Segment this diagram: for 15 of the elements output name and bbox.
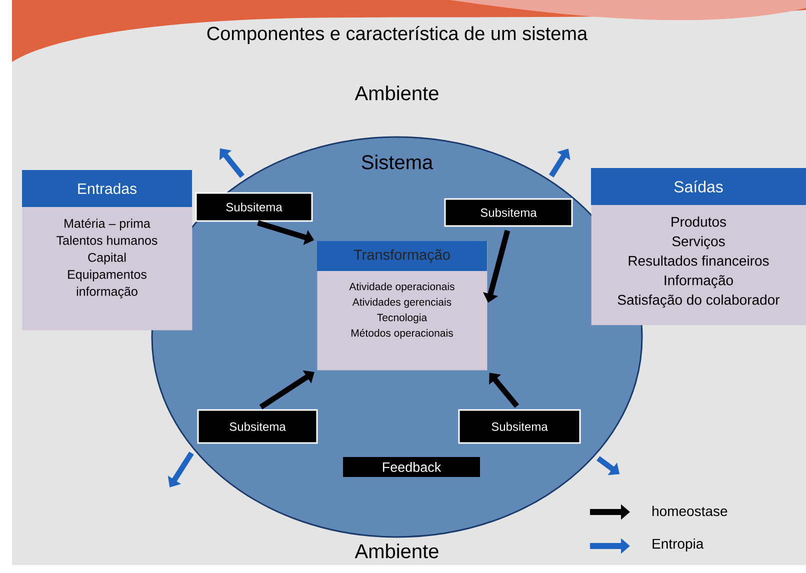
legend-label: Entropia [652, 538, 704, 552]
input-panel: Entradas Matéria – prima Talentos humanos Capital Equipamentos informação [22, 170, 192, 330]
homeostasis-arrow [259, 370, 314, 410]
feedback-box: Feedback [343, 456, 480, 477]
environment-label: Ambiente [354, 86, 438, 100]
subsystem-box: Subsitema [458, 409, 581, 444]
title: Componentes e característica de um sistema [207, 26, 588, 44]
legend-label: homeostase [652, 506, 728, 516]
subsystem-box: Subsitema [197, 409, 318, 444]
output-panel: Saídas Produtos Serviços Resultados financeiros Informação Satisfação do colaborador [591, 168, 806, 326]
environment-label: Ambiente [354, 544, 438, 558]
homeostasis-arrow [489, 372, 520, 408]
subsystem-box: Subsitema [195, 192, 313, 222]
process-panel: Transformação Atividade operacionais Atividades gerenciais Tecnologia Métodos operacionais [317, 241, 488, 370]
subsystem-box: Subsitema [444, 198, 573, 227]
